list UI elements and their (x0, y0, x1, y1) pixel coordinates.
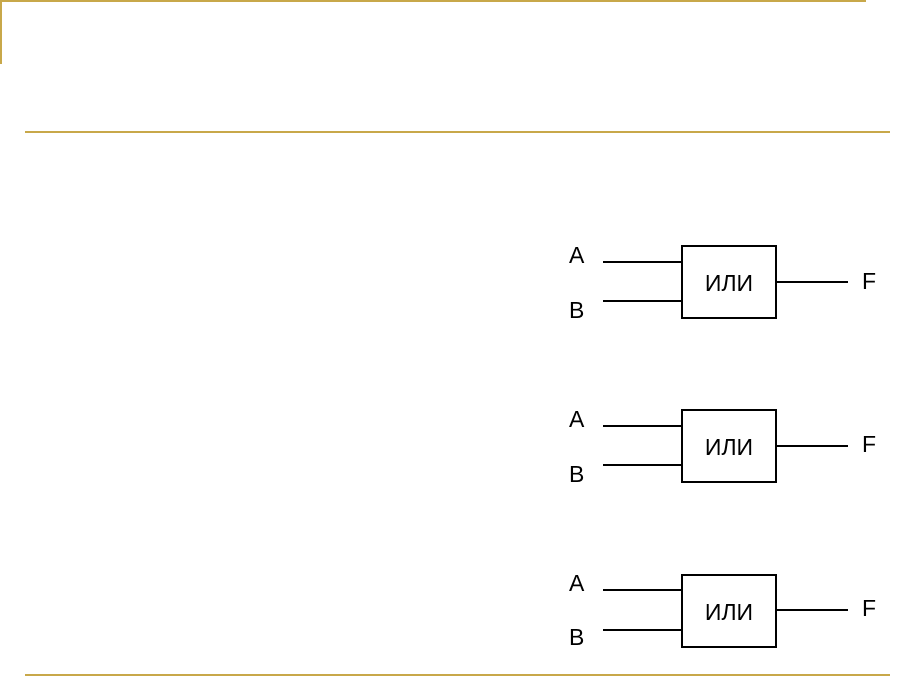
gate-2-input-a-label: A (569, 406, 585, 432)
gate-2-output-label: F (862, 431, 876, 457)
gate-1-output-label: F (862, 268, 876, 294)
title-divider (25, 131, 890, 133)
or-gate-3: A B ИЛИ F (569, 570, 876, 650)
or-gate-2: A B ИЛИ F (569, 406, 876, 487)
gate-3-output-label: F (862, 595, 876, 621)
footer-divider (25, 674, 890, 676)
gate-1-input-a-label: A (569, 242, 585, 268)
gate-1-input-b-label: B (569, 297, 584, 323)
gate-2-body (681, 409, 777, 483)
gate-3-input-b-label: B (569, 624, 584, 650)
gate-1-label: ИЛИ (705, 270, 753, 296)
gate-2-input-b-label: B (569, 461, 584, 487)
gate-1-body (681, 245, 777, 319)
gate-3-label: ИЛИ (705, 599, 753, 625)
slide-frame-left (0, 0, 2, 64)
slide-frame-top (0, 0, 866, 2)
gate-2-label: ИЛИ (705, 434, 753, 460)
or-gate-1: A B ИЛИ F (569, 242, 876, 323)
gate-3-input-a-label: A (569, 570, 585, 596)
